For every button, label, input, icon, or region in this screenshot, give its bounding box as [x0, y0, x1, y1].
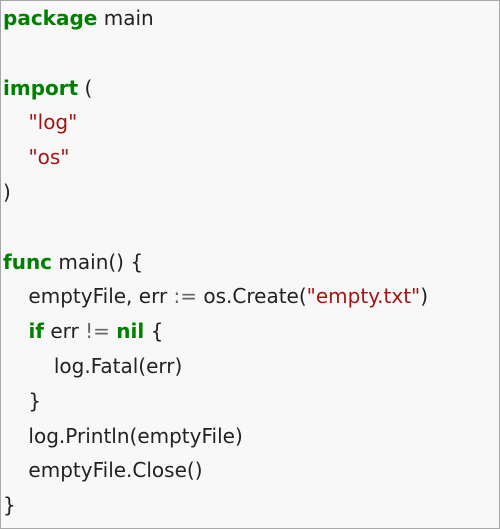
code-token: {: [144, 319, 164, 344]
code-line: emptyFile.Close(): [3, 453, 428, 488]
operator-token: :=: [173, 284, 198, 309]
string-token: "os": [28, 145, 70, 170]
code-line: if err != nil {: [3, 314, 428, 349]
code-token: }: [3, 388, 42, 413]
code-token: log.Println(emptyFile): [3, 423, 243, 448]
code-line: log.Println(emptyFile): [3, 419, 428, 454]
code-token: main: [97, 6, 154, 30]
code-token: (: [78, 75, 93, 100]
code-token: [3, 145, 28, 169]
keyword-token: package: [3, 6, 98, 30]
code-line: }: [3, 488, 428, 523]
code-token: main() {: [52, 249, 144, 274]
code-line: "log": [3, 105, 428, 140]
keyword-token: import: [3, 75, 79, 100]
code-token: [3, 319, 28, 343]
code-line: ​: [3, 36, 428, 71]
code-line: import (: [3, 71, 428, 106]
code-line: log.Fatal(err): [3, 349, 428, 384]
code-line: package main: [3, 1, 428, 36]
operator-token: !=: [85, 319, 110, 344]
code-token: ): [420, 284, 429, 309]
code-token: emptyFile, err: [3, 284, 174, 309]
keyword-token: if: [28, 319, 44, 344]
code-token: err: [44, 319, 86, 344]
code-line: ): [3, 175, 428, 210]
code-line: }: [3, 384, 428, 419]
code-token: log.Fatal(err): [3, 353, 183, 378]
code-line: func main() {: [3, 245, 428, 280]
code-line: emptyFile, err := os.Create("empty.txt"): [3, 279, 428, 314]
code-token: }: [3, 493, 16, 518]
keyword-token: nil: [116, 319, 145, 344]
keyword-token: func: [3, 249, 53, 274]
code-text: package main​import ( "log" "os")​func m…: [3, 1, 428, 523]
string-token: "log": [28, 110, 78, 135]
string-token: "empty.txt": [306, 284, 421, 309]
code-line: ​: [3, 210, 428, 245]
code-line: "os": [3, 140, 428, 175]
code-token: emptyFile.Close(): [3, 458, 203, 483]
code-token: os.Create(: [197, 284, 307, 309]
code-token: ): [3, 179, 11, 204]
code-token: [3, 110, 28, 134]
